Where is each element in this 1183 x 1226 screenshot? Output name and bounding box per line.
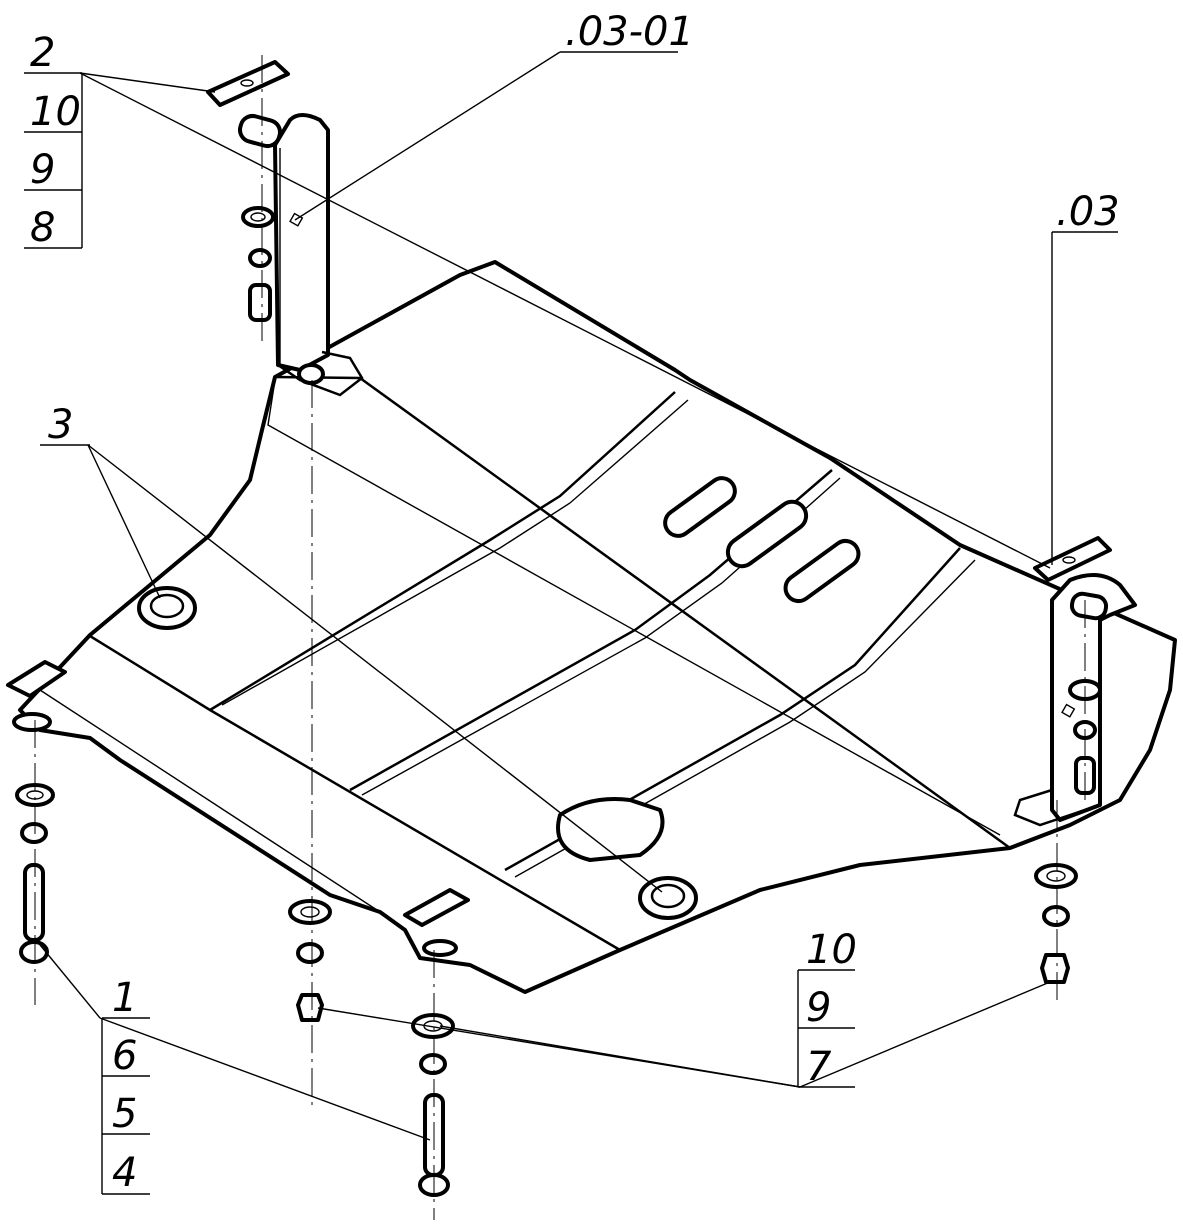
slot-1 — [663, 476, 737, 538]
callout-7: 7 — [806, 1044, 832, 1090]
slot-3 — [783, 538, 861, 604]
left-bracket-hole — [297, 363, 325, 385]
rib-1 — [209, 391, 676, 712]
hardware-stack-right — [1034, 679, 1102, 984]
left-flange-inner — [39, 689, 381, 913]
center-pad — [556, 797, 665, 862]
callout-1: 1 — [112, 975, 137, 1021]
hardware-stack-bottom — [411, 1013, 455, 1197]
callout-9-top: 9 — [30, 147, 55, 193]
callout-5: 5 — [112, 1091, 137, 1137]
callout-03-01: .03-01 — [565, 9, 694, 55]
callout-8: 8 — [30, 205, 55, 251]
left-corner-slot — [12, 712, 52, 732]
callout-4: 4 — [112, 1150, 137, 1196]
callout-bottom-right-frame — [797, 969, 855, 1088]
captive-nut-left — [137, 586, 197, 630]
bottom-middle-tab — [403, 888, 470, 927]
rib-3b — [514, 559, 976, 878]
slot-2 — [725, 499, 809, 569]
hardware-stack-top-left — [241, 206, 275, 322]
callout-9-bottom: 9 — [806, 985, 831, 1031]
callout-bottom-left-frame — [101, 1017, 150, 1195]
skid-plate-outline — [18, 260, 1177, 994]
rib-1b — [221, 399, 689, 706]
skid-plate — [6, 260, 1177, 994]
front-lip-inner — [267, 379, 1001, 836]
leader-lines — [35, 51, 1053, 1141]
callout-03: .03 — [1056, 189, 1120, 235]
callout-3: 3 — [48, 402, 73, 448]
plate-nut-top — [206, 60, 290, 107]
left-bracket-top-slot — [238, 113, 282, 149]
callout-2: 2 — [30, 30, 55, 76]
callout-6: 6 — [112, 1033, 137, 1079]
bottom-middle-slot — [422, 939, 458, 957]
right-bracket-mark — [1061, 703, 1076, 718]
hardware-stack-middle — [288, 899, 332, 1022]
left-bracket-mark — [289, 212, 304, 227]
rib-3 — [504, 547, 961, 872]
right-bracket-top-slot — [1069, 591, 1109, 621]
callout-top-left-frame — [24, 72, 83, 249]
captive-nut-center — [638, 876, 698, 920]
callout-10-bottom: 10 — [806, 927, 857, 973]
plate-nut-right — [1033, 536, 1112, 582]
callout-10-top: 10 — [30, 89, 81, 135]
left-corner-tab — [6, 660, 67, 698]
